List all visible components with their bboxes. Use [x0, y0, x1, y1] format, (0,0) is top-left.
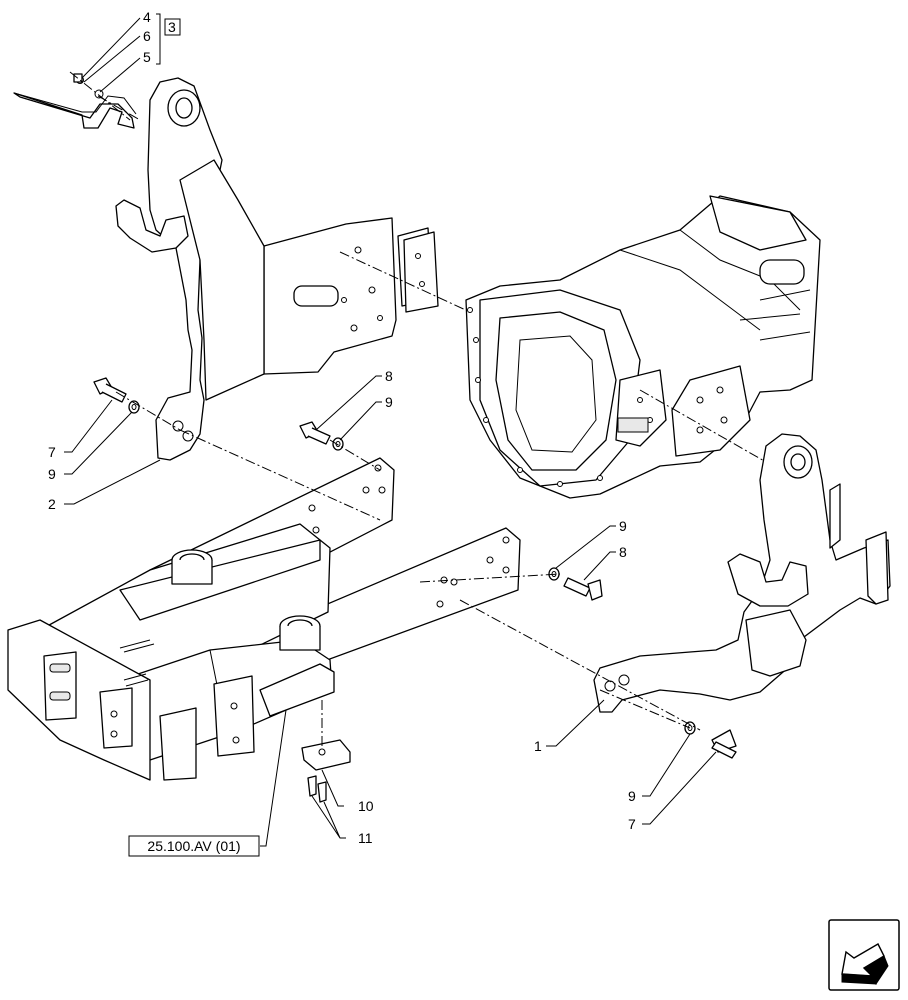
reference-link[interactable]: 25.100.AV (01) [128, 835, 260, 857]
callout-9-mid: 9 [385, 394, 393, 410]
transmission-housing [465, 195, 821, 499]
callout-5: 5 [143, 49, 151, 65]
callout-3: 3 [168, 19, 176, 35]
callout-3-box [164, 18, 181, 36]
callout-11: 11 [358, 830, 373, 846]
callout-2: 2 [48, 496, 56, 512]
right-bracket [593, 433, 891, 713]
callouts: 4 6 5 3 7 9 2 8 9 9 8 1 9 7 10 11 [48, 9, 636, 846]
callout-8-mid: 8 [385, 368, 393, 384]
front-frame [7, 457, 521, 781]
callout-1: 1 [534, 738, 542, 754]
mount-pad [301, 700, 351, 803]
callout-9-bottom: 9 [628, 788, 636, 804]
left-bracket [115, 77, 471, 461]
arrow-back-icon[interactable] [828, 919, 900, 991]
callout-9-right: 9 [619, 518, 627, 534]
callout-8-right: 8 [619, 544, 627, 560]
callout-10: 10 [358, 798, 374, 814]
callout-9-left: 9 [48, 466, 56, 482]
callout-4: 4 [143, 9, 151, 25]
callout-7-bottom: 7 [628, 816, 636, 832]
center-lines [97, 95, 701, 731]
leader-lines [64, 13, 717, 847]
callout-6: 6 [143, 28, 151, 44]
small-bracket [13, 71, 137, 129]
reference-label[interactable]: 25.100.AV (01) [147, 838, 240, 854]
callout-7-left: 7 [48, 444, 56, 460]
hardware [93, 377, 737, 759]
